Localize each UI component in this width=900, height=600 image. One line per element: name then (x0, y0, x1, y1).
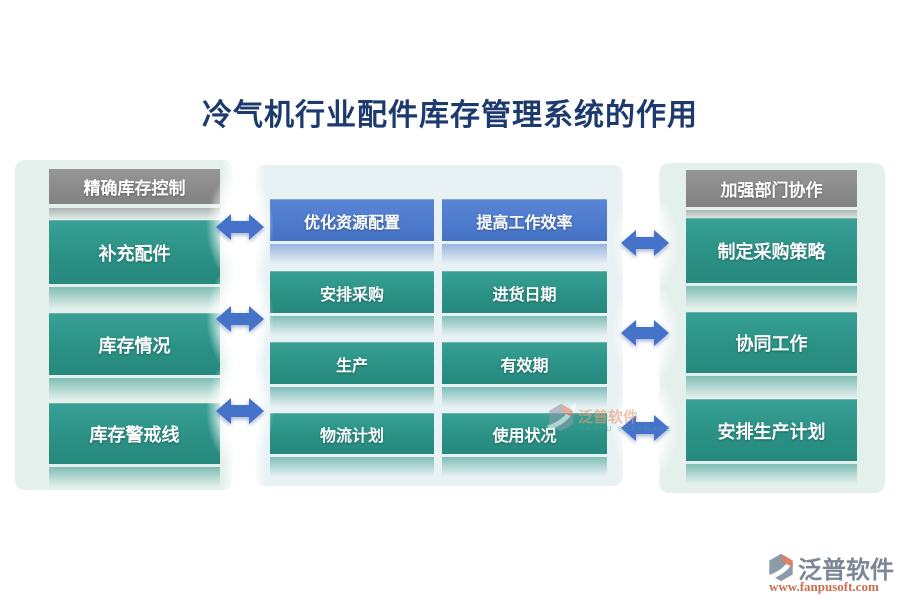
reflection (49, 287, 220, 309)
reflection (49, 467, 220, 487)
mid-box-improve-efficiency: 提高工作效率 (442, 199, 607, 241)
reflection (49, 378, 220, 400)
mid-box-usage-status: 使用状况 (442, 413, 607, 454)
right-item-production-plan: 安排生产计划 (686, 399, 857, 461)
double-arrow-icon (216, 395, 264, 427)
reflection (686, 286, 857, 308)
double-arrow-icon (216, 303, 264, 335)
reflection (686, 210, 857, 220)
left-item-inventory-status: 库存情况 (49, 313, 220, 375)
footer-brand: 泛普软件 www.fanpusoft.com (741, 548, 896, 596)
footer-brand-name: 泛普软件 (798, 558, 894, 584)
right-panel-header: 加强部门协作 (686, 170, 857, 207)
reflection (270, 316, 434, 336)
reflection (686, 376, 857, 398)
mid-box-optimize-resources: 优化资源配置 (270, 199, 434, 241)
page-title: 冷气机行业配件库存管理系统的作用 (202, 99, 698, 132)
reflection (270, 457, 434, 477)
right-item-procurement-strategy: 制定采购策略 (686, 218, 857, 283)
left-panel-header: 精确库存控制 (49, 169, 220, 204)
footer-brand-url: www.fanpusoft.com (769, 579, 879, 594)
watermark-brand-text: 泛普软件 (578, 410, 639, 426)
mid-box-purchase-date: 进货日期 (442, 271, 607, 313)
mid-box-logistics-plan: 物流计划 (270, 413, 434, 454)
watermark-subtitle-text: FANPU SOFTWARE (580, 426, 673, 433)
left-item-stock-warning-line: 库存警戒线 (49, 403, 220, 464)
mid-box-arrange-procurement: 安排采购 (270, 271, 434, 313)
mid-box-production: 生产 (270, 342, 434, 384)
reflection (442, 316, 607, 336)
reflection (442, 457, 607, 477)
right-panel: 加强部门协作 制定采购策略 协同工作 安排生产计划 (659, 163, 885, 493)
reflection (442, 244, 607, 264)
mid-box-validity-period: 有效期 (442, 342, 607, 384)
center-watermark: 泛普软件 FANPU SOFTWARE (546, 400, 671, 448)
double-arrow-icon (621, 412, 669, 444)
reflection (49, 208, 220, 220)
reflection (686, 464, 857, 484)
double-arrow-icon (621, 227, 669, 259)
double-arrow-icon (621, 317, 669, 349)
left-item-replenish-parts: 补充配件 (49, 220, 220, 284)
reflection (270, 244, 434, 264)
fanpu-logo-icon (546, 402, 578, 433)
fanpu-logo-icon (766, 552, 798, 583)
reflection (442, 387, 607, 407)
reflection (270, 387, 434, 407)
right-item-collaborative-work: 协同工作 (686, 312, 857, 373)
double-arrow-icon (216, 211, 264, 243)
middle-panel: 优化资源配置 提高工作效率 安排采购 进货日期 生产 有效期 物流计划 使用状况 (255, 165, 623, 486)
